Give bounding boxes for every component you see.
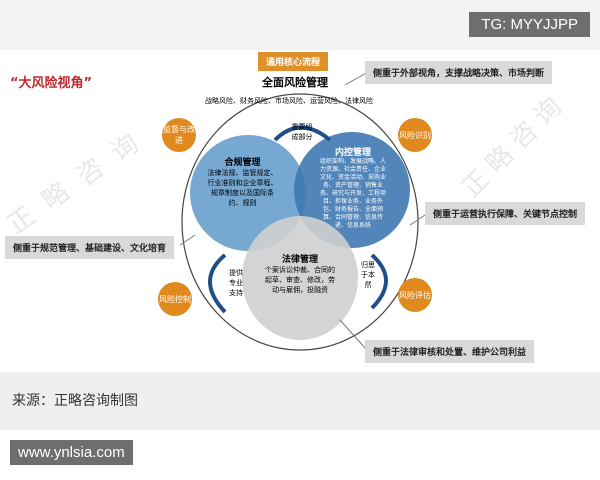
legal-block: 法律管理 个案诉讼仲裁、合同的起草、审查、修改，劳动与雇佣，投融资 (262, 255, 338, 295)
compliance-block: 合规管理 法律法规、监管规定、行业准则和企业章程、规章制度以及国际条约、规则 (205, 158, 280, 208)
right-arrow (370, 253, 388, 310)
internal-control-title: 内控管理 (334, 148, 371, 158)
caption-area: 来源：正略咨询制图 (0, 372, 600, 430)
legal-circle (242, 216, 358, 340)
top-arrow (273, 125, 332, 142)
legal-title: 法律管理 (281, 255, 318, 265)
compliance-body: 法律法规、监管规定、行业准则和企业章程、规章制度以及国际条约、规则 (207, 169, 278, 207)
connector-right (409, 214, 426, 226)
diagram-shapes (179, 71, 426, 351)
callout-bottom-right: 侧重于法律审核和处置、维护公司利益 (365, 340, 535, 363)
internal-control-circle (294, 132, 410, 248)
site-badge: www.ynlsia.com (10, 440, 133, 465)
internal-control-body: 组织架构、发展战略、人力资源、社会责任、企业文化、资金活动、采购业务、资产管理、… (319, 158, 386, 229)
arrow-label-top: 重要组成部分 (291, 123, 313, 141)
source-caption: 来源：正略咨询制图 (12, 393, 138, 409)
internal-control-block: 内控管理 组织架构、发展战略、人力资源、社会责任、企业文化、资金活动、采购业务、… (318, 148, 388, 230)
cycle-assess: 风险评估 (398, 278, 432, 312)
left-arrow (208, 253, 227, 314)
arrow-label-left: 提供专业支持 (229, 269, 243, 297)
diagram-title: 全面风险管理 (262, 76, 328, 89)
connector-left (179, 234, 196, 246)
top-bar: TG: MYYJJPP (0, 0, 600, 50)
connector-top (344, 71, 369, 86)
callout-top-right: 侧重于外部视角，支撑战略决策、市场判断 (365, 61, 553, 84)
core-process-label: 通用核心流程 (258, 52, 329, 71)
outer-ellipse (181, 93, 419, 351)
connector-bottom (339, 319, 366, 349)
callout-left: 侧重于规范管理、基础建设、文化培育 (5, 236, 175, 259)
risk-diagram: 正略咨询 正略咨询 “大风险视角” 通用核心流程 全面风险管理 战略风险、财务风… (0, 50, 600, 372)
callout-middle-right: 侧重于运营执行保障、关键节点控制 (425, 202, 586, 225)
cycle-identify: 风险识别 (398, 118, 432, 152)
risk-types: 战略风险、财务风险、市场风险、运营风险、法律风险 (205, 97, 373, 105)
watermark-badge: TG: MYYJJPP (469, 12, 590, 37)
compliance-title: 合规管理 (224, 158, 261, 168)
headline: “大风险视角” (10, 76, 93, 91)
cycle-control: 风险控制 (158, 282, 192, 316)
legal-body: 个案诉讼仲裁、合同的起草、审查、修改，劳动与雇佣，投融资 (265, 266, 335, 294)
cycle-supervise: 监督与改进 (162, 118, 196, 152)
arrow-label-right: 归思于本然 (361, 261, 375, 289)
